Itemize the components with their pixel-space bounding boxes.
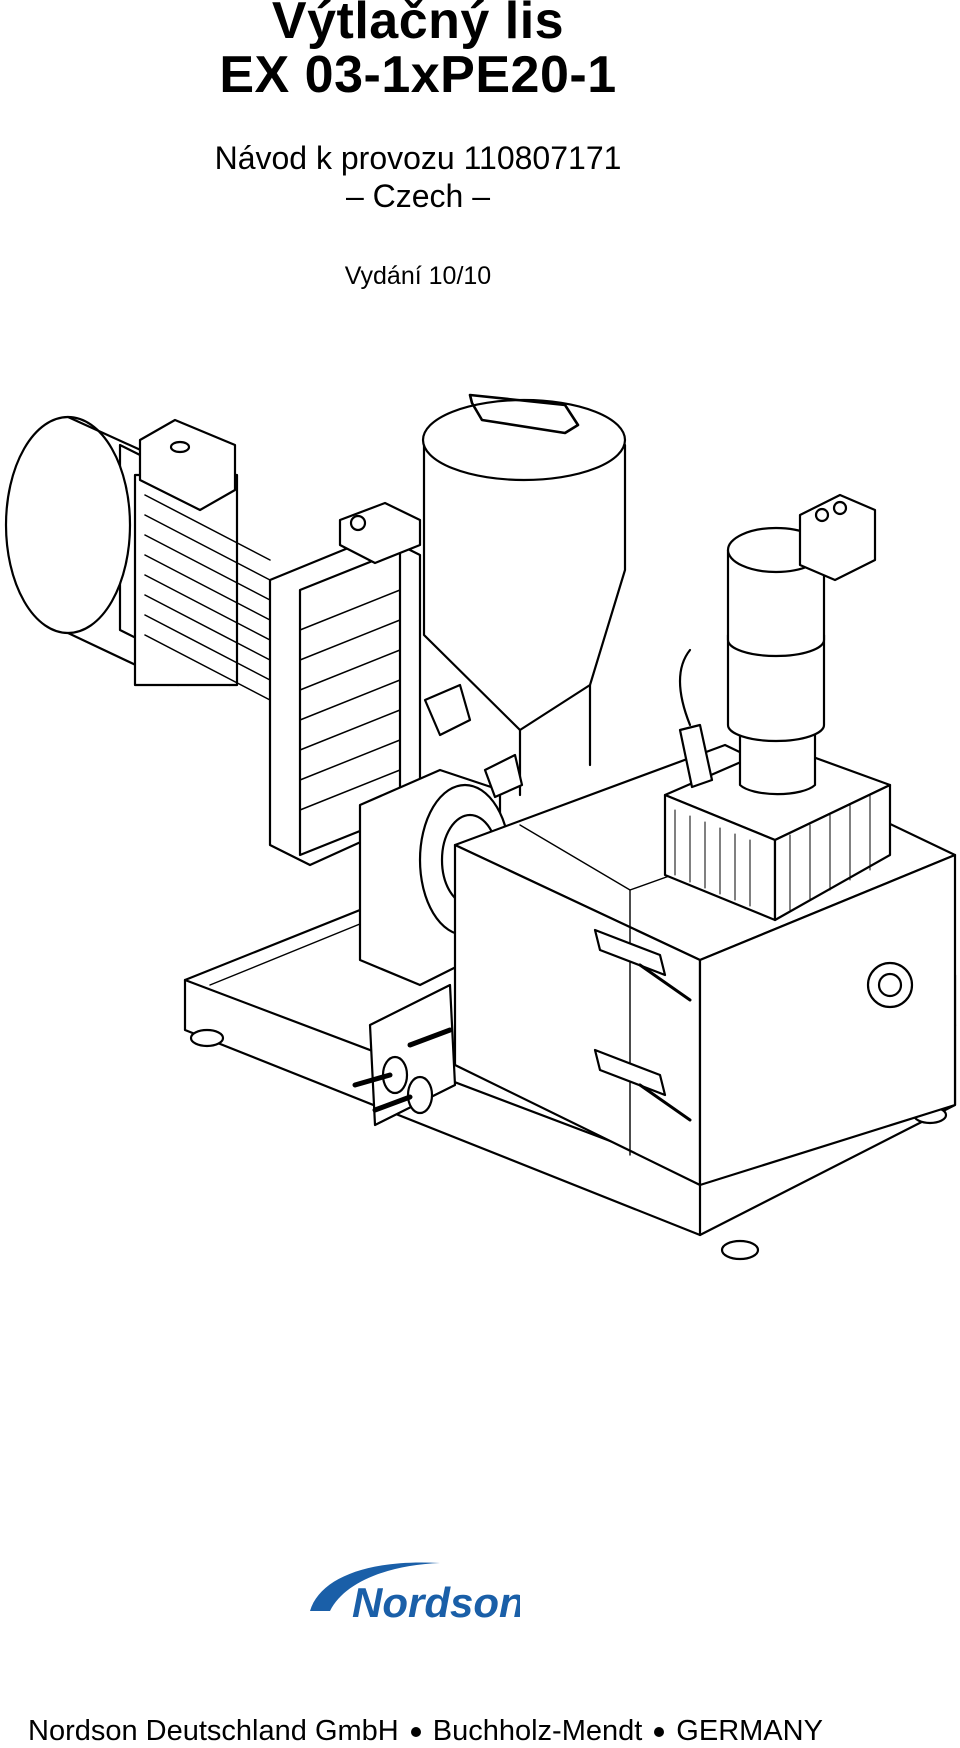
bullet-separator [654, 1727, 665, 1738]
front-fittings [352, 983, 457, 1127]
nordson-logo: Nordson [310, 1562, 520, 1626]
manual-label: Návod k provozu 110807171 [214, 140, 622, 176]
heater-column [663, 493, 892, 922]
hopper [421, 393, 627, 797]
edition-label: Vydání 10/10 [344, 262, 492, 290]
footer-address: Nordson Deutschland GmbH Buchholz-Mendt GE… [28, 1714, 823, 1748]
document-title: Výtlačný lis [271, 0, 565, 50]
footer-company: Nordson Deutschland GmbH [28, 1715, 399, 1747]
motor [4, 415, 271, 701]
language-label: – Czech – [345, 178, 491, 214]
extrusion-press-line-drawing-icon [4, 393, 957, 1261]
bullet-separator [410, 1727, 421, 1738]
footer-city: Buchholz-Mendt [432, 1715, 643, 1747]
footer-country: GERMANY [676, 1715, 823, 1747]
model-number: EX 03-1xPE20-1 [219, 46, 617, 104]
logo-text: Nordson [352, 1579, 520, 1626]
